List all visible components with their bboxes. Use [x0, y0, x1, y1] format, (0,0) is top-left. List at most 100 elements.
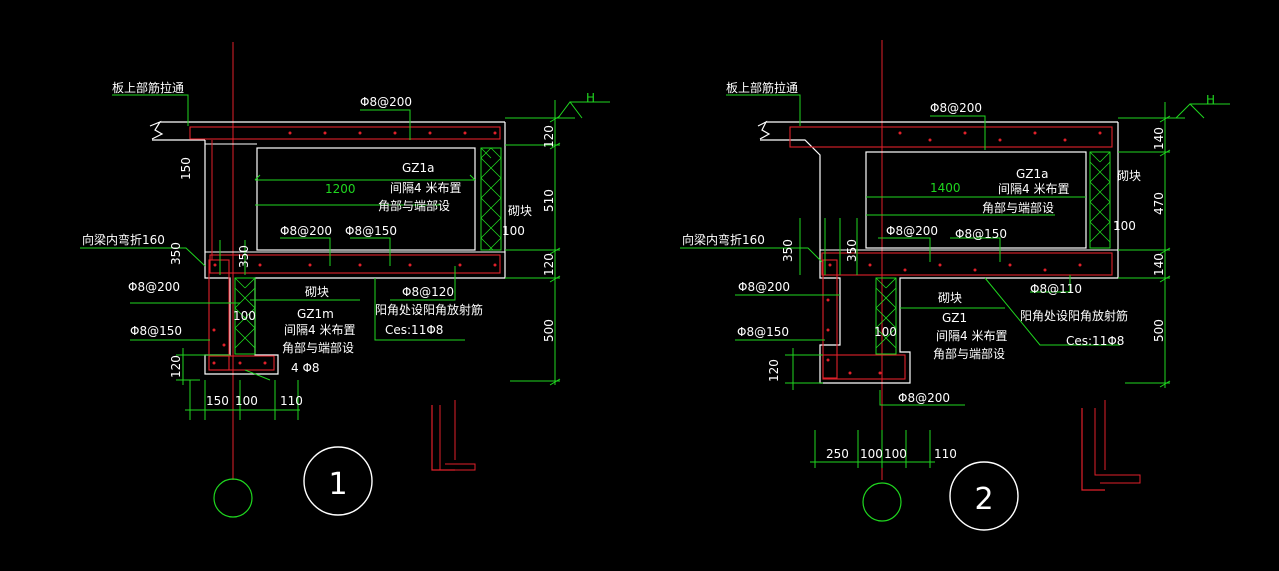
corner-rebar-label-2: Φ8@110 — [1030, 282, 1082, 296]
note-top-left-1: 板上部筋拉通 — [112, 80, 184, 95]
slab-outline-2 — [757, 120, 771, 140]
gz-note2-2: 角部与端部设 — [982, 200, 1054, 215]
beam-rebar-1 — [209, 254, 501, 274]
dim-110-bottom-1: 110 — [280, 394, 303, 408]
dim-100-bottom-1: 100 — [235, 394, 258, 408]
slab-outline-2b — [760, 122, 1119, 384]
gz-label-1: GZ1a — [402, 161, 435, 175]
slab-rebar-2 — [789, 126, 1113, 148]
infill-right-1 — [480, 147, 502, 251]
beam-rebar-2 — [821, 252, 1113, 276]
dim-350b-1: 350 — [237, 245, 251, 268]
block-right-label-2: 砌块 — [1117, 169, 1141, 183]
detail-1: 1 — [80, 42, 610, 518]
slab-outline-1 — [149, 120, 164, 140]
dim-350b-2: 350 — [845, 239, 859, 262]
corner-note-1: 阳角处设阳角放射筋 — [375, 302, 483, 317]
rebar-left1-label-2: Φ8@200 — [738, 280, 790, 294]
dim-250-bottom-2: 250 — [826, 447, 849, 461]
dim-350a-2: 350 — [781, 239, 795, 262]
span-label-1: 1200 — [325, 182, 356, 196]
dim-150-bottom-1: 150 — [206, 394, 229, 408]
elevation-mark-2: H — [1206, 93, 1215, 107]
corner-count-1: Ces:11Φ8 — [385, 323, 443, 337]
ground-mark-2 — [1081, 408, 1105, 491]
leaders-2 — [680, 94, 1230, 468]
block-right-thk-1: 100 — [502, 224, 525, 238]
dim-right-120-1: 120 — [542, 125, 556, 148]
dim-100b-bottom-2: 100 — [884, 447, 907, 461]
axis-bubble-2 — [862, 482, 902, 522]
infill-right-2 — [1089, 151, 1111, 249]
corner-rebar-label-1: Φ8@120 — [402, 285, 454, 299]
leaders-1 — [80, 94, 610, 420]
slab-outline-1b — [204, 122, 506, 375]
rebar-left2-label-1: Φ8@150 — [130, 324, 182, 338]
gz-note1-1: 间隔4 米布置 — [390, 181, 461, 195]
rebar-b-label-1: Φ8@150 — [345, 224, 397, 238]
gz-note1-2: 间隔4 米布置 — [998, 182, 1069, 196]
rebar-a-label-1: Φ8@200 — [280, 224, 332, 238]
axis-bubble-1 — [213, 478, 253, 518]
infill-column-1 — [234, 277, 256, 355]
dim-right-470-2: 470 — [1152, 192, 1166, 215]
gz2-label-1: GZ1m — [297, 307, 334, 321]
block-thk-label-2: 100 — [874, 325, 897, 339]
bottom-rebar-label-2: Φ8@200 — [898, 391, 950, 405]
dim-120-left-1: 120 — [169, 355, 183, 378]
corner-count-2: Ces:11Φ8 — [1066, 334, 1124, 348]
rebar-left2-label-2: Φ8@150 — [737, 325, 789, 339]
rebar-dots-2 — [826, 131, 1102, 375]
void-box-1 — [256, 147, 476, 251]
rebar-left1-label-1: Φ8@200 — [128, 280, 180, 294]
gz-label-2: GZ1a — [1016, 167, 1049, 181]
gz2-note1-2: 间隔4 米布置 — [936, 329, 1007, 343]
rebar-a-label-2: Φ8@200 — [886, 224, 938, 238]
note-top-left-2: 板上部筋拉通 — [726, 80, 798, 95]
dim-right-140-2: 140 — [1152, 127, 1166, 150]
block-right-label-1: 砌块 — [508, 204, 532, 218]
gz2-note2-1: 角部与端部设 — [282, 340, 354, 355]
detail-number-2: 2 — [974, 482, 993, 517]
slab-rebar-1 — [189, 126, 501, 140]
block-center-label-1: 砌块 — [305, 285, 329, 299]
dim-350a-1: 350 — [169, 242, 183, 265]
beam-bend-note-1: 向梁内弯折160 — [82, 232, 165, 247]
gz2-label-2: GZ1 — [942, 311, 967, 325]
block-thk-label-1: 100 — [233, 309, 256, 323]
column-rebar-2 — [822, 259, 838, 379]
dim-120-left-2: 120 — [767, 359, 781, 382]
dim-110-bottom-2: 110 — [934, 447, 957, 461]
gz2-note1-1: 间隔4 米布置 — [284, 323, 355, 337]
foot-rebar-2 — [822, 354, 906, 380]
infill-column-2 — [875, 277, 897, 355]
ground-mark-1b — [439, 405, 476, 471]
foot-rebar-1 — [208, 355, 275, 371]
dim-right-510-1: 510 — [542, 189, 556, 212]
slab-rebar-label-1: Φ8@200 — [360, 95, 412, 109]
gz-note2-1: 角部与端部设 — [378, 198, 450, 213]
elevation-mark-1: H — [586, 91, 595, 105]
dim-right-500-2: 500 — [1152, 319, 1166, 342]
rebar-b-label-2: Φ8@150 — [955, 227, 1007, 241]
dim-slab-side-1: 150 — [179, 157, 193, 180]
detail-2: 2 — [680, 40, 1230, 531]
corner-note-2: 阳角处设阳角放射筋 — [1020, 308, 1128, 323]
dim-right-500-1: 500 — [542, 319, 556, 342]
slab-rebar-label-2: Φ8@200 — [930, 101, 982, 115]
void-box-2 — [865, 151, 1087, 249]
detail-number-circle-2 — [949, 461, 1019, 531]
dim-100a-bottom-2: 100 — [860, 447, 883, 461]
block-center-label-2: 砌块 — [938, 291, 962, 305]
dim-right-120b-1: 120 — [542, 253, 556, 276]
detail-number-circle-1 — [303, 446, 373, 516]
gz2-note2-2: 角部与端部设 — [933, 346, 1005, 361]
dim-right-140b-2: 140 — [1152, 253, 1166, 276]
beam-bend-note-2: 向梁内弯折160 — [682, 232, 765, 247]
rebar-dots-1 — [212, 131, 497, 365]
span-label-2: 1400 — [930, 181, 961, 195]
gz2-bars-1: 4 Φ8 — [291, 361, 320, 375]
block-right-thk-2: 100 — [1113, 219, 1136, 233]
